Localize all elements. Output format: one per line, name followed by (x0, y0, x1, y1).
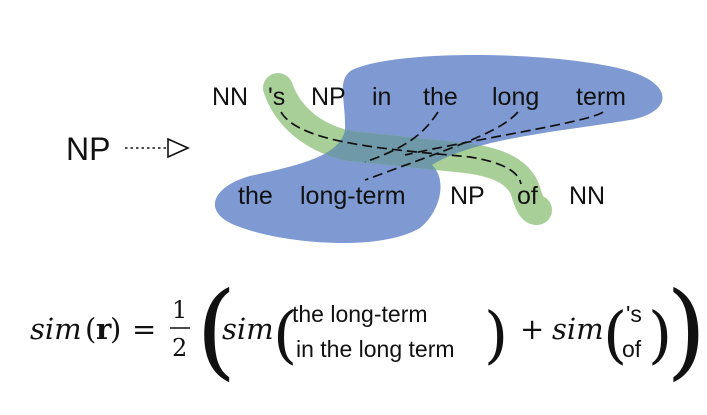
green-band-s-of (263, 73, 552, 225)
term1-close-paren: ) (484, 298, 508, 371)
bottom-token-np: NP (450, 182, 485, 210)
top-token-long: long (492, 83, 539, 111)
top-token-np: NP (311, 83, 346, 111)
plus-sign: + (520, 312, 544, 346)
bottom-token-long-term: long-term (300, 182, 406, 210)
bottom-token-nn: NN (569, 182, 605, 210)
equals-sign: = (132, 312, 156, 346)
term1-open-paren: ( (273, 298, 297, 371)
outer-open-paren: ( (196, 269, 237, 391)
term1-top: the long-term (292, 301, 428, 327)
term1-function: sim (222, 312, 274, 346)
term1-bottom: in the long term (296, 336, 455, 362)
term2-function: sim (552, 312, 604, 346)
top-token-nn: NN (212, 83, 248, 111)
lhs-open-paren: ( (85, 312, 96, 346)
bottom-token-of: of (517, 182, 538, 210)
term2-top: 's (626, 301, 642, 327)
similarity-formula: sim ( r ) = 1 2 ( sim ( the long-term in… (30, 269, 707, 391)
link-in-the-to-long-term (364, 111, 439, 163)
lhs-close-paren: ) (110, 312, 121, 346)
top-token-term: term (576, 83, 626, 111)
link-term-to-long-term (404, 111, 604, 156)
top-token-the: the (423, 83, 458, 111)
link-s-to-of (280, 111, 522, 185)
fraction-denominator: 2 (172, 334, 187, 362)
bottom-token-the: the (238, 182, 273, 210)
term2-close-paren: ) (648, 298, 672, 371)
fraction-numerator: 1 (172, 296, 187, 324)
source-np-label: NP (66, 131, 110, 167)
term2-open-paren: ( (603, 298, 627, 371)
arrow-head-icon (167, 137, 190, 159)
top-token-s: 's (268, 83, 285, 111)
term2-bottom: of (622, 336, 642, 362)
outer-close-paren: ) (666, 269, 707, 391)
lhs-function: sim (30, 312, 82, 346)
lhs-argument: r (96, 312, 112, 346)
top-token-in: in (372, 83, 391, 111)
